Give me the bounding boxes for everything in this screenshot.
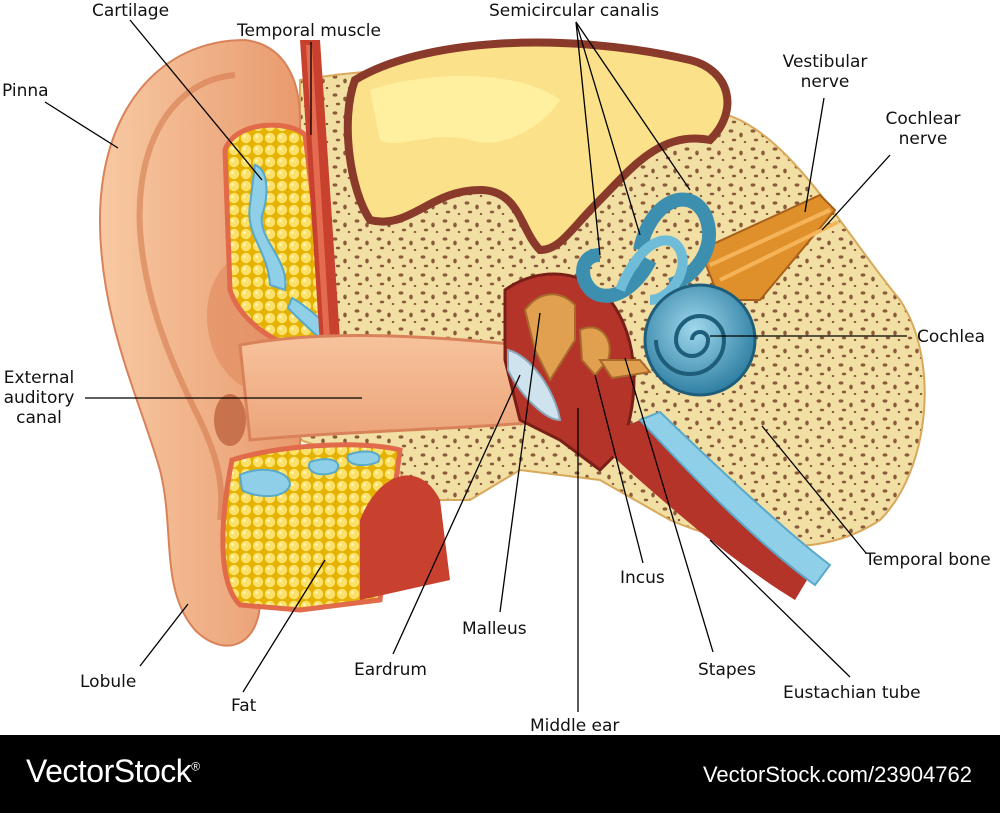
leader-lines bbox=[44, 19, 907, 712]
brand-name: VectorStock bbox=[26, 753, 192, 789]
temporal-muscle-shape bbox=[300, 40, 340, 345]
label-cartilage: Cartilage bbox=[92, 1, 170, 21]
ear-anatomy-diagram: Cartilage Temporal muscle Semicircular c… bbox=[2, 1, 991, 736]
image-id-url: VectorStock.com/23904762 bbox=[702, 762, 972, 787]
label-eardrum: Eardrum bbox=[354, 660, 427, 680]
ear-illustration bbox=[44, 19, 926, 712]
label-malleus: Malleus bbox=[462, 619, 527, 639]
label-cochlea: Cochlea bbox=[917, 327, 985, 347]
label-middle-ear: Middle ear bbox=[530, 716, 620, 736]
label-cochlear-nerve: Cochlear nerve bbox=[885, 109, 961, 149]
semicircular-canals-shape bbox=[576, 192, 717, 305]
label-eustachian-tube: Eustachian tube bbox=[783, 683, 921, 703]
watermark-footer: VectorStock® VectorStock.com/23904762 bbox=[0, 735, 1000, 813]
vectorstock-logo: VectorStock® bbox=[26, 753, 200, 790]
label-pinna: Pinna bbox=[2, 81, 49, 101]
nerve-bundle bbox=[698, 193, 839, 301]
cochlea-shape bbox=[643, 283, 757, 397]
label-semicircular-canals: Semicircular canalis bbox=[489, 1, 660, 21]
label-temporal-bone: Temporal bone bbox=[865, 550, 991, 570]
label-lobule: Lobule bbox=[80, 672, 137, 692]
label-incus: Incus bbox=[620, 568, 665, 588]
registered-mark: ® bbox=[191, 759, 200, 774]
eustachian-tube-shape bbox=[595, 410, 832, 600]
cranial-cavity bbox=[343, 38, 732, 255]
label-temporal-muscle: Temporal muscle bbox=[237, 21, 381, 41]
label-vestibular-nerve: Vestibular nerve bbox=[782, 52, 868, 92]
eardrum-shape bbox=[507, 348, 562, 422]
middle-ear-cavity bbox=[503, 272, 652, 472]
label-stapes: Stapes bbox=[698, 660, 756, 680]
lower-fat-region bbox=[220, 442, 450, 613]
label-fat: Fat bbox=[231, 696, 257, 716]
label-external-auditory-canal: External auditory canal bbox=[3, 368, 75, 428]
